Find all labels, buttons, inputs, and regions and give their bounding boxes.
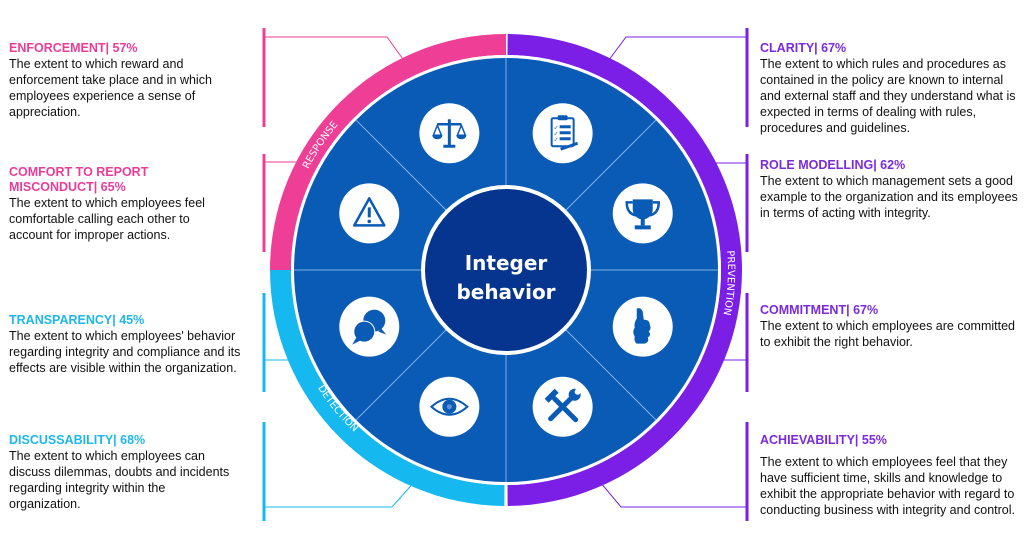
metric-description: The extent to which management sets a go… xyxy=(760,174,1018,220)
metric-description: The extent to which employees feel comfo… xyxy=(9,196,205,242)
center-title-line1: Integer xyxy=(465,251,548,275)
metric-title: ACHIEVABILITY| 55% xyxy=(760,433,887,447)
metric-title: DISCUSSABILITY| 68% xyxy=(9,433,146,447)
metric-role-modelling: ROLE MODELLING| 62% The extent to which … xyxy=(760,158,1022,221)
metric-description: The extent to which employees feel that … xyxy=(760,455,1016,517)
segment-divider xyxy=(355,329,447,421)
trophy-icon xyxy=(612,183,673,244)
svg-text:✓: ✓ xyxy=(554,131,559,137)
response-arc xyxy=(270,34,506,270)
metric-title: COMFORT TO REPORT MISCONDUCT| 65% xyxy=(9,165,149,194)
metric-comfort-to-report: COMFORT TO REPORT MISCONDUCT| 65% The ex… xyxy=(9,165,229,243)
metric-title: TRANSPARENCY| 45% xyxy=(9,313,145,327)
center-title-line2: behavior xyxy=(456,280,555,304)
segment-divider xyxy=(355,119,447,211)
metric-commitment: COMMITMENT| 67% The extent to which empl… xyxy=(760,303,1022,350)
clipboard-checklist-icon: ✓✓✓ xyxy=(532,103,593,164)
metric-enforcement: ENFORCEMENT| 57% The extent to which rew… xyxy=(9,41,249,120)
metric-description: The extent to which rules and procedures… xyxy=(760,57,1016,135)
metric-description: The extent to which reward and enforceme… xyxy=(9,57,212,119)
metric-achievability: ACHIEVABILITY| 55% The extent to which e… xyxy=(760,433,1022,518)
metric-title: ROLE MODELLING| 62% xyxy=(760,158,906,172)
segment-divider xyxy=(565,119,657,211)
metric-description: The extent to which employees can discus… xyxy=(9,449,230,511)
metric-clarity: CLARITY| 67% The extent to which rules a… xyxy=(760,41,1022,136)
detection-arc xyxy=(270,270,505,506)
eye-icon xyxy=(419,376,480,437)
metric-discussability: DISCUSSABILITY| 68% The extent to which … xyxy=(9,433,239,512)
center-disk xyxy=(425,189,587,351)
metric-transparency: TRANSPARENCY| 45% The extent to which em… xyxy=(9,313,249,376)
segment-divider xyxy=(565,329,657,421)
svg-text:✓: ✓ xyxy=(554,125,559,131)
metric-title: ENFORCEMENT| 57% xyxy=(9,41,138,55)
metric-title: CLARITY| 67% xyxy=(760,41,847,55)
metric-description: The extent to which employees' behavior … xyxy=(9,329,241,375)
metric-description: The extent to which employees are commit… xyxy=(760,319,1015,349)
tools-icon xyxy=(532,376,593,437)
thumbs-up-icon xyxy=(612,296,673,357)
svg-text:✓: ✓ xyxy=(554,137,559,143)
warning-icon xyxy=(339,183,400,244)
speech-bubbles-icon xyxy=(339,296,400,357)
metric-title: COMMITMENT| 67% xyxy=(760,303,879,317)
scales-of-justice-icon xyxy=(419,103,480,164)
